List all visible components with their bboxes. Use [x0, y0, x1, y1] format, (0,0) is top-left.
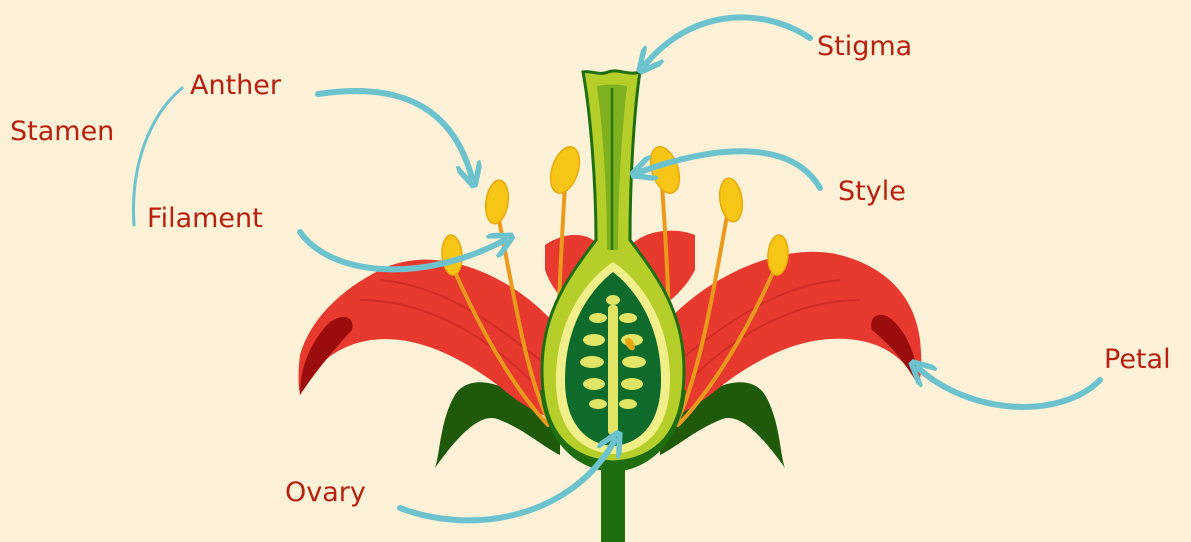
stigma-arrow: [645, 17, 810, 65]
ovary-label: Ovary: [285, 479, 366, 506]
stem: [601, 470, 625, 542]
filament-label: Filament: [147, 205, 263, 232]
stamen-label: Stamen: [10, 118, 114, 145]
leader-arrows: [300, 17, 1100, 520]
anther-arrow: [318, 91, 472, 178]
petal-arrow: [918, 368, 1100, 407]
anther-2: [545, 143, 585, 197]
stigma-label: Stigma: [817, 33, 912, 60]
anther-5: [717, 177, 745, 224]
anther-label: Anther: [190, 72, 281, 99]
anther-1: [483, 179, 511, 226]
style-label: Style: [838, 178, 906, 205]
petal-label: Petal: [1104, 346, 1171, 373]
petal-left-tip: [300, 317, 353, 395]
